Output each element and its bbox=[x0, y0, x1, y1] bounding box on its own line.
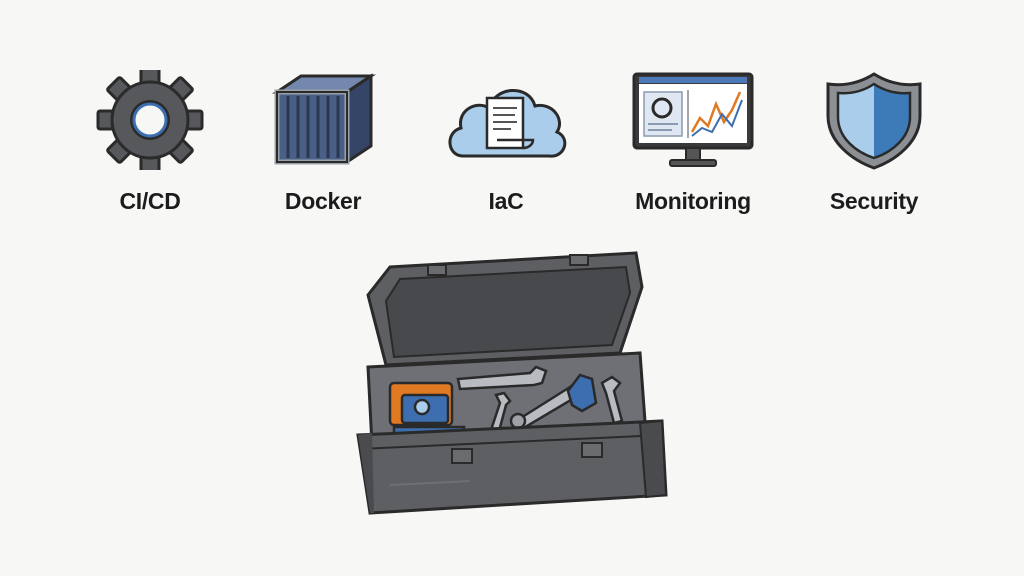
tool-cicd: CI/CD bbox=[70, 70, 230, 220]
tool-monitoring: Monitoring bbox=[613, 70, 773, 220]
tool-label-cicd: CI/CD bbox=[119, 188, 181, 214]
tool-label-monitoring: Monitoring bbox=[635, 188, 751, 214]
cloud-document-icon bbox=[441, 70, 571, 170]
tool-label-iac: IaC bbox=[488, 188, 524, 214]
container-icon bbox=[258, 70, 388, 170]
tool-label-security: Security bbox=[829, 188, 919, 214]
tool-label-docker: Docker bbox=[284, 188, 362, 214]
gear-icon bbox=[85, 70, 215, 170]
tool-security: Security bbox=[794, 70, 954, 220]
shield-icon bbox=[809, 70, 939, 170]
monitor-chart-icon bbox=[628, 70, 758, 170]
toolbox-icon bbox=[350, 245, 670, 525]
tool-docker: Docker bbox=[243, 70, 403, 220]
tool-iac: IaC bbox=[426, 70, 586, 220]
